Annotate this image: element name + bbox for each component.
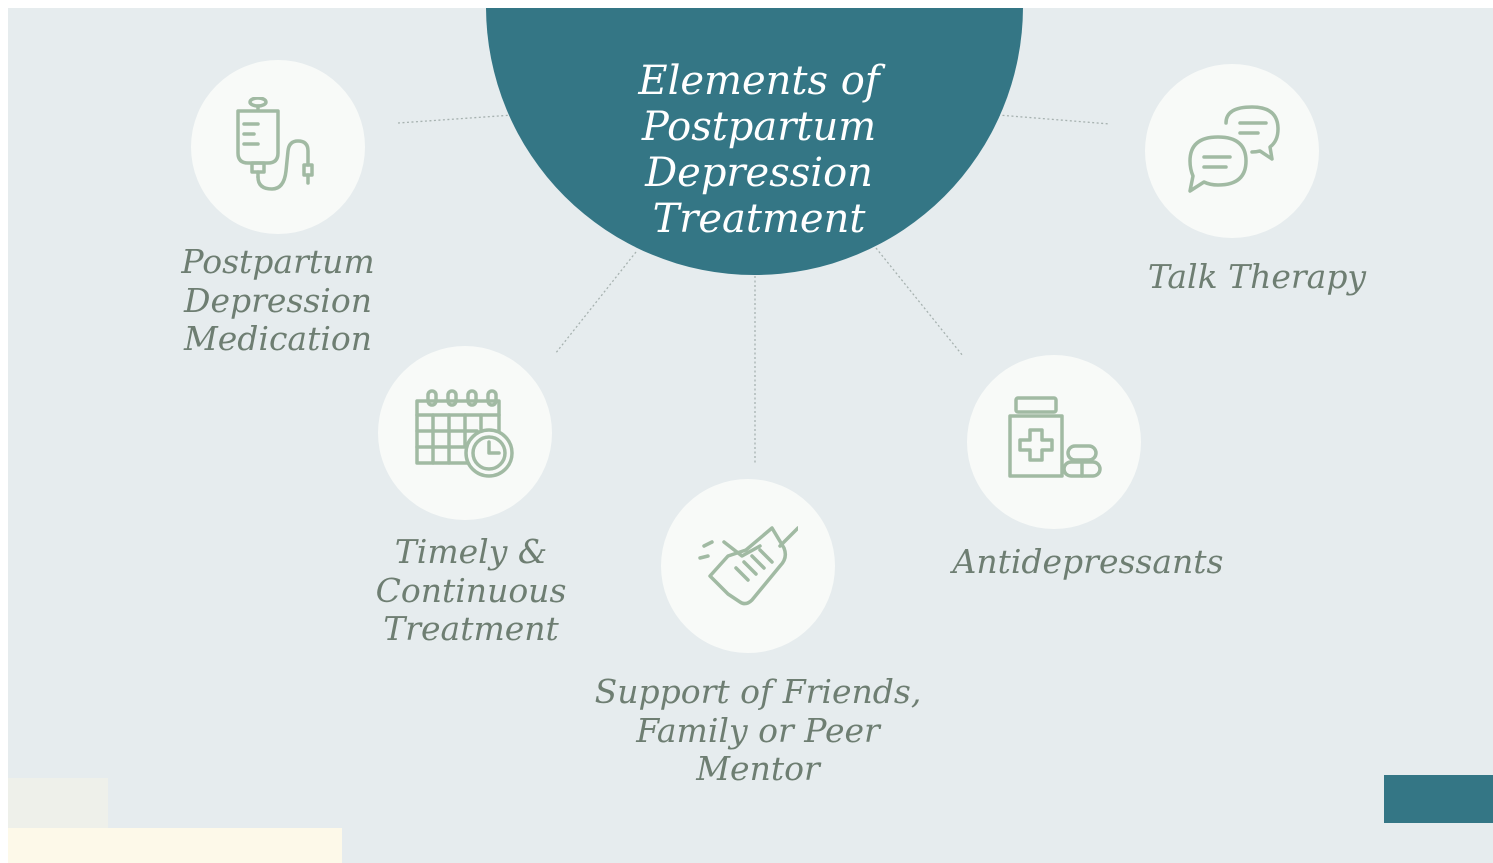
hub-title-line: Treatment [652,196,866,242]
connector-antidepressants [875,247,964,357]
hub-title-line: Postpartum [641,104,877,150]
node-talk [1145,64,1319,238]
diagram-canvas: Elements of Postpartum Depression Treatm… [8,8,1493,863]
label-medication: Postpartum Depression Medication [158,242,398,359]
hub-title: Elements of Postpartum Depression Treatm… [604,58,914,242]
iv-drip-icon [236,97,314,191]
pill-bottle-icon [1008,396,1102,478]
label-line: Continuous [375,570,567,610]
label-line: Postpartum [181,242,375,281]
label-line: Timely & [394,532,548,571]
label-line: Depression [184,280,372,320]
connector-talk [997,114,1111,125]
speech-bubbles-icon [1188,105,1280,193]
connector-medication [397,114,514,124]
label-line: Mentor [696,749,820,788]
label-line: Medication [183,319,373,358]
node-antidepressants [967,355,1141,529]
label-timely: Timely & Continuous Treatment [348,532,594,649]
decorative-block [1384,775,1493,823]
node-medication [191,60,365,234]
handshake-icon [698,526,798,606]
calendar-clock-icon [415,389,514,478]
label-line: Antidepressants [952,542,1224,581]
label-line: Family or Peer [636,710,880,750]
node-timely [378,346,552,520]
label-line: Support of Friends, [594,672,922,711]
hub-title-line: Elements of [638,58,880,104]
hub-title-line: Depression [645,150,873,196]
connector-timely [554,251,637,355]
label-line: Talk Therapy [1147,257,1367,296]
connector-lines [397,114,1111,463]
decorative-block [8,828,342,863]
label-talk: Talk Therapy [1123,257,1391,297]
node-support [661,479,835,653]
label-support: Support of Friends, Family or Peer Mento… [568,672,948,789]
decorative-block [8,778,108,828]
label-antidepressants: Antidepressants [948,542,1228,582]
label-line: Treatment [383,609,559,648]
